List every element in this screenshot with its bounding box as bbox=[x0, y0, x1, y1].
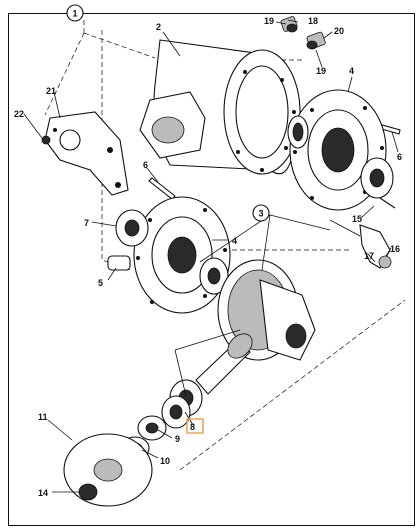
part-pinion-shaft[interactable] bbox=[195, 329, 257, 395]
part-gear-15[interactable] bbox=[360, 157, 394, 199]
part-fitting-20[interactable] bbox=[306, 31, 326, 50]
leader-16 bbox=[385, 247, 392, 257]
leader-7 bbox=[91, 221, 117, 227]
label-part-4-right[interactable]: 4 bbox=[349, 66, 354, 76]
label-part-11[interactable]: 11 bbox=[38, 412, 48, 422]
label-part-14[interactable]: 14 bbox=[38, 488, 48, 498]
part-housing[interactable] bbox=[139, 39, 301, 175]
label-part-2[interactable]: 2 bbox=[156, 22, 161, 32]
leader-19b bbox=[315, 49, 323, 68]
callout-circle-main bbox=[66, 4, 84, 22]
leader-shaft bbox=[174, 329, 241, 397]
label-part-10[interactable]: 10 bbox=[160, 456, 170, 466]
part-flange-11[interactable] bbox=[63, 433, 153, 507]
part-bolt-22[interactable] bbox=[41, 135, 51, 145]
label-part-5[interactable]: 5 bbox=[98, 278, 103, 288]
label-part-6-right[interactable]: 6 bbox=[397, 152, 402, 162]
part-fitting-18[interactable] bbox=[280, 16, 298, 33]
leader-19a bbox=[275, 21, 287, 25]
label-part-17[interactable]: 17 bbox=[364, 251, 374, 261]
part-bolt-15[interactable] bbox=[379, 197, 396, 209]
label-part-7[interactable]: 7 bbox=[84, 218, 89, 228]
label-part-18[interactable]: 18 bbox=[308, 16, 318, 26]
part-gasket-plate[interactable] bbox=[44, 111, 129, 196]
callout-main-ref[interactable]: 1 bbox=[72, 9, 77, 19]
part-bearing-9[interactable] bbox=[137, 415, 167, 441]
leader-6b bbox=[391, 131, 399, 153]
label-part-20[interactable]: 20 bbox=[334, 26, 344, 36]
leader-18 bbox=[287, 19, 299, 23]
callout-sub-ref[interactable]: 3 bbox=[258, 209, 263, 219]
part-nut-14[interactable] bbox=[78, 483, 98, 501]
label-part-8[interactable]: 8 bbox=[190, 422, 195, 432]
leader-21 bbox=[53, 91, 61, 119]
label-part-21[interactable]: 21 bbox=[46, 86, 56, 96]
leader-line-main bbox=[44, 20, 156, 116]
leader-15 bbox=[360, 205, 375, 219]
leader-2 bbox=[162, 31, 181, 57]
label-part-22[interactable]: 22 bbox=[14, 109, 24, 119]
part-bearing-mid[interactable] bbox=[199, 257, 229, 295]
label-part-19b[interactable]: 19 bbox=[316, 66, 326, 76]
leader-17 bbox=[367, 253, 376, 263]
callout-circle-sub bbox=[252, 204, 270, 222]
part-gear-7[interactable] bbox=[115, 209, 149, 247]
part-seal-ring[interactable] bbox=[287, 115, 309, 149]
part-cover-right[interactable] bbox=[289, 89, 387, 211]
part-yoke-16-17[interactable] bbox=[329, 219, 392, 269]
leader-6a bbox=[146, 167, 159, 183]
diagram-frame bbox=[8, 13, 415, 526]
leader-11 bbox=[47, 419, 73, 441]
highlight-box-part-8 bbox=[186, 418, 204, 434]
label-part-9[interactable]: 9 bbox=[175, 434, 180, 444]
label-part-6-left[interactable]: 6 bbox=[143, 160, 148, 170]
label-part-4-left[interactable]: 4 bbox=[232, 236, 237, 246]
leader-10 bbox=[141, 449, 159, 459]
leader-3 bbox=[199, 214, 331, 271]
part-cover-left[interactable] bbox=[133, 196, 231, 314]
part-spacer-5[interactable] bbox=[107, 255, 131, 271]
leader-5 bbox=[107, 267, 117, 281]
leader-4a bbox=[347, 76, 353, 93]
part-pin-6-left[interactable] bbox=[148, 177, 176, 200]
part-bearing-8[interactable] bbox=[161, 379, 203, 429]
label-part-19a[interactable]: 19 bbox=[264, 16, 274, 26]
label-part-15[interactable]: 15 bbox=[352, 214, 362, 224]
dash-guide-bottom bbox=[179, 299, 406, 471]
leader-20 bbox=[323, 31, 333, 39]
leader-9 bbox=[157, 429, 173, 439]
label-part-16[interactable]: 16 bbox=[390, 244, 400, 254]
leader-22 bbox=[23, 113, 43, 139]
